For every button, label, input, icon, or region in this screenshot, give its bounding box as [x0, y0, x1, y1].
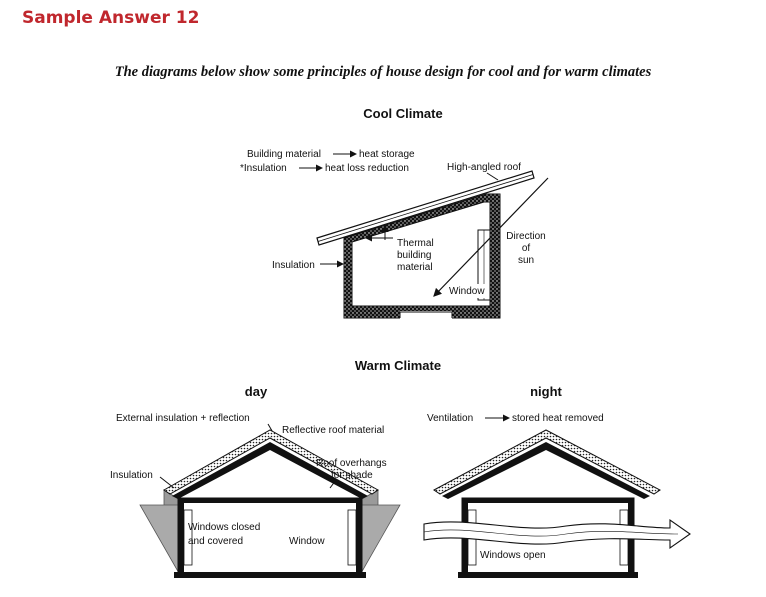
overhang-label-2: for shade	[331, 470, 373, 481]
day-window-label: Window	[289, 536, 325, 547]
diagram-subtitle: The diagrams below show some principles …	[114, 64, 652, 80]
cool-insulation-label: Insulation	[272, 260, 315, 271]
legend-insulation: *Insulation	[240, 163, 287, 174]
day-left-window	[183, 509, 193, 566]
reflective-roof-label: Reflective roof material	[282, 425, 384, 436]
day-roof	[163, 429, 379, 495]
day-title: day	[245, 384, 268, 399]
windows-closed-label-1: Windows closed	[188, 522, 260, 533]
sun-label-2: of	[522, 243, 531, 254]
day-right-window	[347, 509, 357, 566]
night-title: night	[530, 384, 562, 399]
ventilation-label: Ventilation	[427, 413, 473, 424]
legend-building-material: Building material	[247, 149, 321, 160]
sample-answer-heading: Sample Answer 12	[22, 8, 200, 28]
legend-heat-loss: heat loss reduction	[325, 163, 409, 174]
sun-direction-arrow	[433, 177, 549, 297]
heat-removed-label: stored heat removed	[512, 413, 604, 424]
night-floor	[458, 572, 638, 578]
day-insulation-label: Insulation	[110, 470, 153, 481]
sun-label-1: Direction	[506, 231, 545, 242]
day-house-diagram: day External insulation + reflection Ref…	[110, 384, 401, 578]
cool-window-label: Window	[449, 286, 485, 297]
overhang-label-1: Roof overhangs	[316, 458, 387, 469]
warm-climate-diagram: Warm Climate day External insulation + r…	[110, 358, 691, 578]
ventilation-airflow-arrow	[423, 518, 691, 550]
cool-climate-title: Cool Climate	[363, 106, 442, 121]
windows-closed-label-2: and covered	[188, 536, 243, 547]
roof-leader	[486, 172, 499, 181]
thermal-label-2: building	[397, 250, 431, 261]
night-house-diagram: night Ventilation stored heat removed Wi…	[423, 384, 691, 578]
sun-label-3: sun	[518, 255, 534, 266]
night-roof	[433, 429, 661, 495]
thermal-label-1: Thermal	[397, 238, 434, 249]
cool-climate-diagram: Cool Climate Building material heat stor…	[240, 106, 549, 320]
windows-open-label: Windows open	[480, 550, 546, 561]
high-angled-roof-label: High-angled roof	[447, 162, 521, 173]
warm-climate-title: Warm Climate	[355, 358, 441, 373]
external-insulation-label: External insulation + reflection	[116, 413, 250, 424]
thermal-label-3: material	[397, 262, 433, 273]
legend-heat-storage: heat storage	[359, 149, 415, 160]
day-floor	[174, 572, 366, 578]
